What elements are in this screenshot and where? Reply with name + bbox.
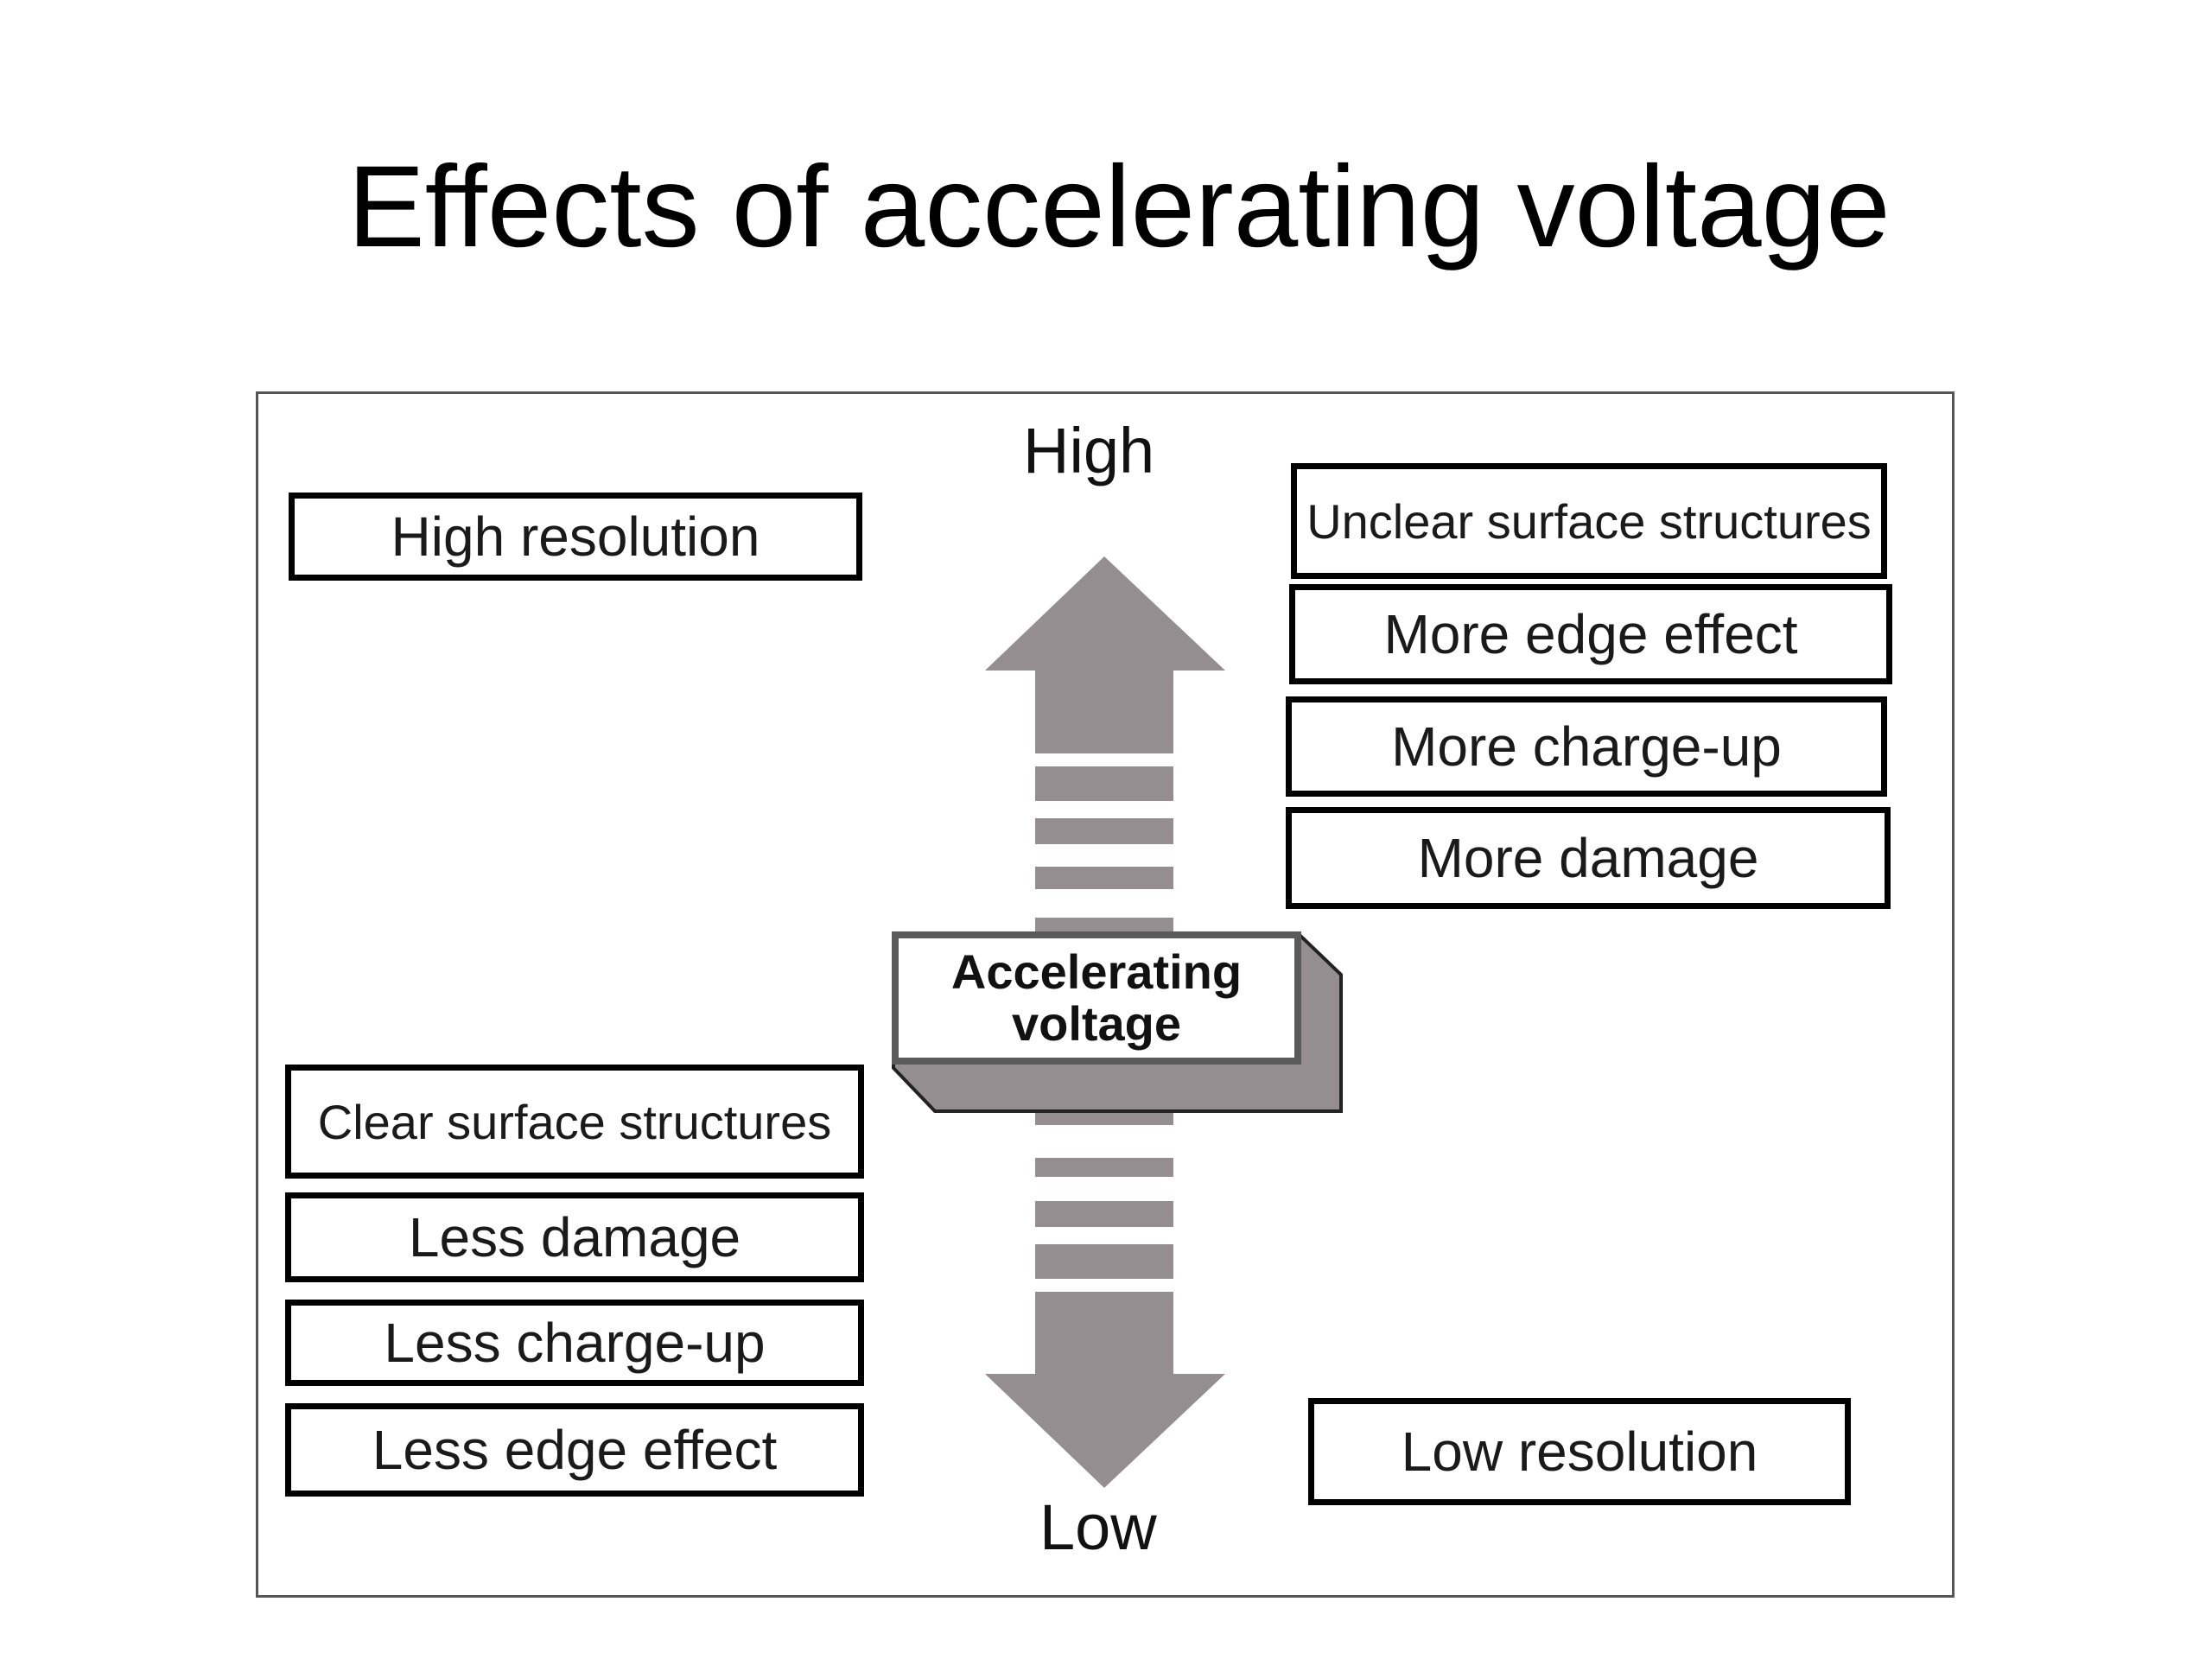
- arrow-band: [1035, 918, 1173, 931]
- more-charge-up-box: More charge-up: [1286, 696, 1887, 797]
- low-resolution-text: Low resolution: [1401, 1421, 1758, 1483]
- less-damage-text: Less damage: [408, 1206, 741, 1268]
- high-resolution-box: High resolution: [289, 493, 862, 581]
- center-box-face: [892, 931, 1301, 1065]
- less-charge-up-box: Less charge-up: [285, 1300, 864, 1386]
- less-edge-effect-text: Less edge effect: [372, 1419, 778, 1481]
- center-label-line1: Accelerating: [950, 944, 1243, 999]
- more-damage-text: More damage: [1417, 827, 1759, 889]
- more-charge-up-text: More charge-up: [1391, 715, 1782, 778]
- less-edge-effect-box: Less edge effect: [285, 1403, 864, 1497]
- clear-surface-text: Clear surface structures: [317, 1094, 832, 1149]
- unclear-surface-box: Unclear surface structures: [1291, 463, 1887, 579]
- up-arrow-head: [985, 556, 1225, 753]
- arrow-band: [1035, 1244, 1173, 1279]
- low-resolution-box: Low resolution: [1308, 1398, 1851, 1505]
- arrow-band: [1035, 818, 1173, 844]
- more-damage-box: More damage: [1286, 807, 1891, 909]
- less-charge-up-text: Less charge-up: [384, 1312, 766, 1374]
- high-label: High: [1023, 415, 1155, 486]
- arrow-band: [1035, 766, 1173, 801]
- arrow-band: [1035, 1158, 1173, 1177]
- slide-title: Effects of accelerating voltage: [347, 143, 1891, 271]
- high-resolution-text: High resolution: [391, 505, 760, 568]
- arrow-band: [1035, 867, 1173, 889]
- clear-surface-box: Clear surface structures: [285, 1065, 864, 1179]
- unclear-surface-text: Unclear surface structures: [1306, 493, 1872, 549]
- arrow-band: [1035, 1201, 1173, 1227]
- more-edge-effect-box: More edge effect: [1289, 584, 1892, 684]
- more-edge-effect-text: More edge effect: [1383, 603, 1798, 665]
- low-label: Low: [1039, 1491, 1157, 1563]
- accelerating-voltage-label: Accelerating voltage: [895, 935, 1298, 1061]
- arrow-band: [1035, 1113, 1173, 1125]
- center-label-line2: voltage: [1011, 996, 1182, 1051]
- less-damage-box: Less damage: [285, 1192, 864, 1282]
- down-arrow-head: [985, 1292, 1225, 1488]
